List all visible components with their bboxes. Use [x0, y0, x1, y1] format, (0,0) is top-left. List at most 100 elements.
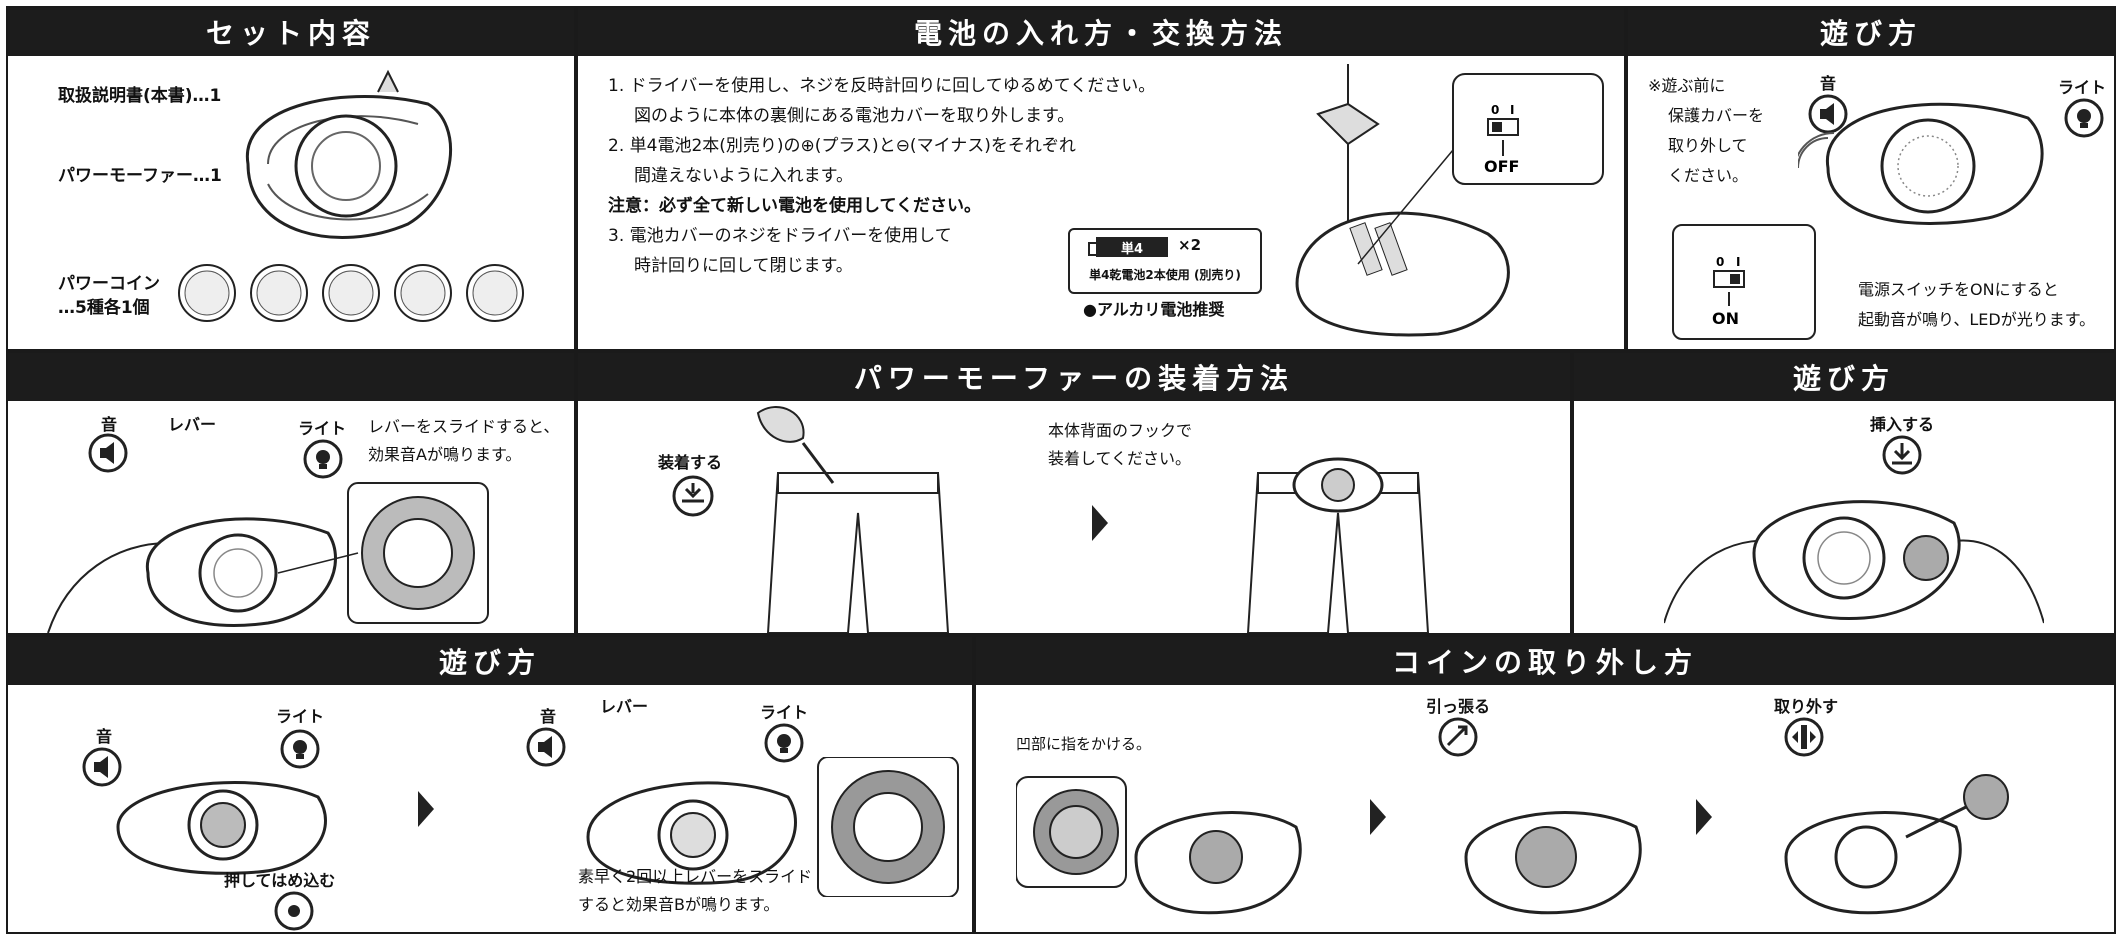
play-4-desc-1: 素早く2回以上レバーをスライド: [578, 867, 813, 886]
bulb-icon: [303, 439, 343, 479]
manual-item: 取扱説明書(本書)…1: [58, 86, 222, 106]
play-4-light-label: ライト: [276, 707, 325, 726]
remove-icon: [1784, 717, 1824, 757]
play-2-lever-label: レバー: [168, 415, 217, 434]
play-1-sound-label: 音: [1820, 74, 1837, 93]
remove-step-2-label: 引っ張る: [1426, 697, 1491, 716]
speaker-icon: [1808, 94, 1848, 134]
lever-coin-illustration: [586, 757, 959, 897]
arrow-right-icon: [1696, 799, 1712, 835]
remove-step-1: 凹部に指をかける。: [1016, 735, 1152, 753]
power-coins-row: [176, 262, 526, 324]
battery-step-2: 2. 単4電池2本(別売り)の⊕(プラス)と⊖(マイナス)をそれぞれ: [608, 136, 1076, 156]
play-1-switch-1: I: [1736, 255, 1740, 269]
morpher-illustration: [245, 69, 452, 239]
play-3-insert-label: 挿入する: [1870, 415, 1935, 434]
press-icon: [274, 891, 314, 931]
battery-switch-1: I: [1510, 103, 1514, 117]
play-1-title: 遊び方: [1628, 8, 2114, 56]
play-panel-2: 音 レバー ライト レバーをスライドすると、 効果音Aが鳴ります。: [6, 351, 576, 635]
battery-switch-off: OFF: [1484, 157, 1519, 176]
coin-icon: [250, 264, 308, 322]
play-4-title: 遊び方: [8, 637, 972, 685]
play-2-light-label: ライト: [298, 419, 347, 438]
alkaline-recommend: ●アルカリ電池推奨: [1083, 300, 1225, 319]
arrow-right-icon: [418, 791, 434, 827]
play-4-press-label: 押してはめ込む: [224, 871, 336, 890]
set-contents-title: セット内容: [8, 8, 574, 56]
morpher-on-illustration: [1798, 102, 2044, 226]
play-1-note-2: 保護カバーを: [1668, 106, 1765, 125]
play-1-note-1: ※遊ぶ前に: [1648, 76, 1726, 95]
remove-panel: コインの取り外し方 凹部に指をかける。 引っ張る 取り外す: [974, 635, 2116, 934]
battery-panel: 電池の入れ方・交換方法 1. ドライバーを使用し、ネジを反時計回りに回してゆるめ…: [576, 6, 1626, 351]
power-switch-on: 0 I ON: [1672, 224, 1816, 340]
battery-count: ×2: [1178, 236, 1202, 254]
coin-icon: [394, 264, 452, 322]
play-1-desc-2: 起動音が鳴り、LEDが光ります。: [1858, 310, 2096, 329]
speaker-icon: [82, 747, 122, 787]
play-2-sound-label: 音: [101, 415, 118, 434]
battery-switch-0: 0: [1491, 103, 1499, 117]
battery-install-illustration: 0 I OFF: [1295, 64, 1604, 337]
insert-icon: [1882, 435, 1922, 475]
hand-morpher-illustration: [47, 482, 489, 633]
play-4-light2-label: ライト: [760, 703, 809, 722]
play-1-note-4: ください。: [1668, 166, 1749, 185]
arrow-right-icon: [1370, 799, 1386, 835]
wear-title: パワーモーファーの装着方法: [578, 353, 1570, 401]
wear-desc-2: 装着してください。: [1048, 449, 1192, 468]
coin-icon: [178, 264, 236, 322]
battery-note: 単4乾電池2本使用 (別売り): [1089, 268, 1241, 282]
coin-icon: [466, 264, 524, 322]
speaker-icon: [88, 433, 128, 473]
play-4-desc-2: すると効果音Bが鳴ります。: [578, 895, 780, 914]
remove-step-2-illustration: [1464, 811, 1642, 915]
battery-icon: [1088, 242, 1100, 256]
pull-icon: [1438, 717, 1478, 757]
coin-icon: [322, 264, 380, 322]
play-1-switch-0: 0: [1716, 255, 1724, 269]
battery-step-1: 1. ドライバーを使用し、ネジを反時計回りに回してゆるめてください。: [608, 76, 1156, 96]
power-coin-count: …5種各1個: [58, 298, 150, 318]
remove-title: コインの取り外し方: [976, 637, 2114, 685]
bulb-icon: [764, 723, 804, 763]
play-1-note-3: 取り外して: [1668, 136, 1748, 155]
wear-desc-1: 本体背面のフックで: [1048, 421, 1193, 440]
battery-step-1b: 図のように本体の裏側にある電池カバーを取り外します。: [634, 106, 1075, 126]
battery-step-3b: 時計回りに回して閉じます。: [634, 256, 853, 276]
remove-step-3-label: 取り外す: [1774, 697, 1839, 716]
play-1-switch-on: ON: [1712, 309, 1739, 328]
insert-coin-illustration: [1664, 500, 2044, 624]
play-2-desc-1: レバーをスライドすると、: [368, 417, 560, 436]
pants-illustration-1: [756, 406, 950, 633]
wear-attach-label: 装着する: [658, 453, 723, 472]
play-4-sound2-label: 音: [540, 707, 557, 726]
power-morpher-item: パワーモーファー…1: [58, 166, 222, 186]
play-panel-1: 遊び方 ※遊ぶ前に 保護カバーを 取り外して ください。 音 ライト 0 I O…: [1626, 6, 2116, 351]
battery-caution: 注意：必ず全て新しい電池を使用してください。: [608, 196, 981, 216]
wear-panel: パワーモーファーの装着方法 装着する 本体背面のフックで 装着してください。: [576, 351, 1572, 635]
play-4-lever2-label: レバー: [600, 697, 649, 716]
remove-step-1-illustration: [1016, 776, 1302, 915]
play-panel-4: 遊び方 音 ライト 押してはめ込む 音 レバー ライト 素早く2回以上レバーをス…: [6, 635, 974, 934]
play-1-light-label: ライト: [2058, 78, 2107, 97]
play-2-blank-header: [8, 353, 574, 401]
play-panel-3: 遊び方 挿入する: [1572, 351, 2116, 635]
battery-spec-box: 単4 ×2 単4乾電池2本使用 (別売り): [1068, 228, 1262, 294]
press-coin-illustration: [116, 781, 327, 875]
play-4-sound-label: 音: [96, 727, 113, 746]
bulb-icon: [280, 729, 320, 769]
battery-title: 電池の入れ方・交換方法: [578, 8, 1624, 56]
play-2-desc-2: 効果音Aが鳴ります。: [368, 445, 522, 464]
bulb-icon: [2064, 98, 2104, 138]
set-contents-panel: セット内容 取扱説明書(本書)…1 パワーモーファー…1 パワーコイン …5種各…: [6, 6, 576, 351]
attach-icon: [672, 475, 714, 517]
speaker-icon: [526, 727, 566, 767]
play-1-desc-1: 電源スイッチをONにすると: [1858, 280, 2059, 299]
pants-illustration-2: [1246, 457, 1430, 633]
power-coin-item: パワーコイン: [58, 274, 160, 294]
remove-step-3-illustration: [1784, 774, 2009, 915]
arrow-right-icon: [1092, 505, 1108, 541]
battery-step-2b: 間違えないように入れます。: [634, 166, 853, 186]
